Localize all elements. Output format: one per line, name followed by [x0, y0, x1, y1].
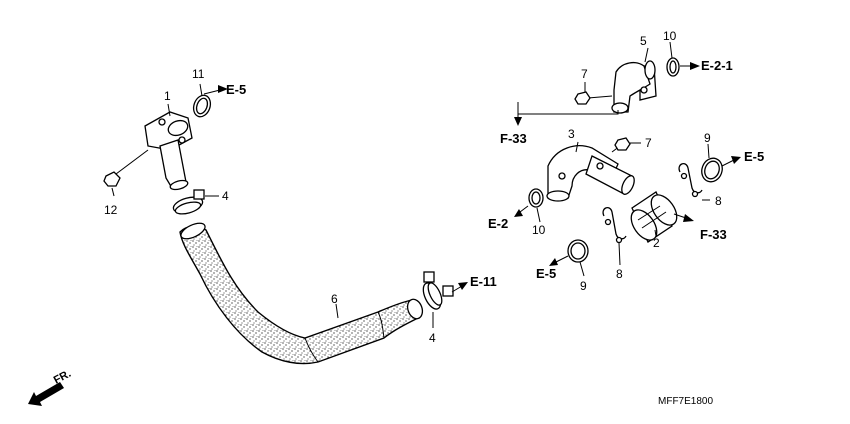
- callout-1: 1: [164, 89, 171, 103]
- o-ring-9-bottom: [567, 239, 589, 263]
- ref-e5-bottom[interactable]: E-5: [536, 266, 556, 281]
- clip-8-right: [678, 163, 703, 198]
- water-hose-2: [630, 191, 678, 243]
- ref-f33-left[interactable]: F-33: [500, 131, 527, 146]
- clip-8-bottom: [602, 207, 627, 244]
- o-ring-10-upper: [666, 57, 680, 77]
- callout-11: 11: [192, 67, 205, 81]
- leader-lines: [111, 41, 741, 328]
- hose-clamp-4-lower: [422, 271, 454, 310]
- ref-f33-right[interactable]: F-33: [700, 227, 727, 242]
- callout-8-right: 8: [715, 194, 722, 208]
- bolt-12: [103, 149, 149, 187]
- water-joint-3: [546, 145, 635, 202]
- bolt-7-mid: [611, 137, 631, 153]
- diagram-code: MFF7E1800: [658, 396, 713, 407]
- ref-e5-top[interactable]: E-5: [226, 82, 246, 97]
- water-outlet-joint-1: [144, 111, 193, 191]
- callout-7-upper: 7: [581, 67, 588, 81]
- front-label: FR.: [52, 368, 73, 387]
- ref-e11[interactable]: E-11: [470, 274, 497, 289]
- callout-9-bottom: 9: [580, 279, 587, 293]
- bolt-7-upper: [574, 91, 613, 105]
- callout-6: 6: [331, 292, 338, 306]
- callout-3: 3: [568, 127, 575, 141]
- ref-e5-right[interactable]: E-5: [744, 149, 764, 164]
- water-joint-5: [611, 60, 657, 114]
- o-ring-9-right: [701, 157, 723, 183]
- callout-5: 5: [640, 34, 647, 48]
- callout-2: 2: [653, 236, 660, 250]
- callout-12: 12: [104, 203, 118, 217]
- callout-8-bottom: 8: [616, 267, 623, 281]
- callout-10-mid: 10: [532, 223, 546, 237]
- o-ring-11: [192, 94, 212, 118]
- hose-clamp-4-upper: [172, 189, 205, 215]
- water-hose-6: [179, 222, 424, 365]
- callout-10-upper: 10: [663, 29, 677, 43]
- ref-e2[interactable]: E-2: [488, 216, 508, 231]
- callout-4-upper: 4: [222, 189, 229, 203]
- callout-4-lower: 4: [429, 331, 436, 345]
- callout-7-mid: 7: [645, 136, 652, 150]
- front-direction-arrow: FR.: [28, 368, 73, 406]
- o-ring-10-mid: [528, 188, 544, 208]
- callout-9-right: 9: [704, 131, 711, 145]
- ref-e2-1[interactable]: E-2-1: [701, 58, 733, 73]
